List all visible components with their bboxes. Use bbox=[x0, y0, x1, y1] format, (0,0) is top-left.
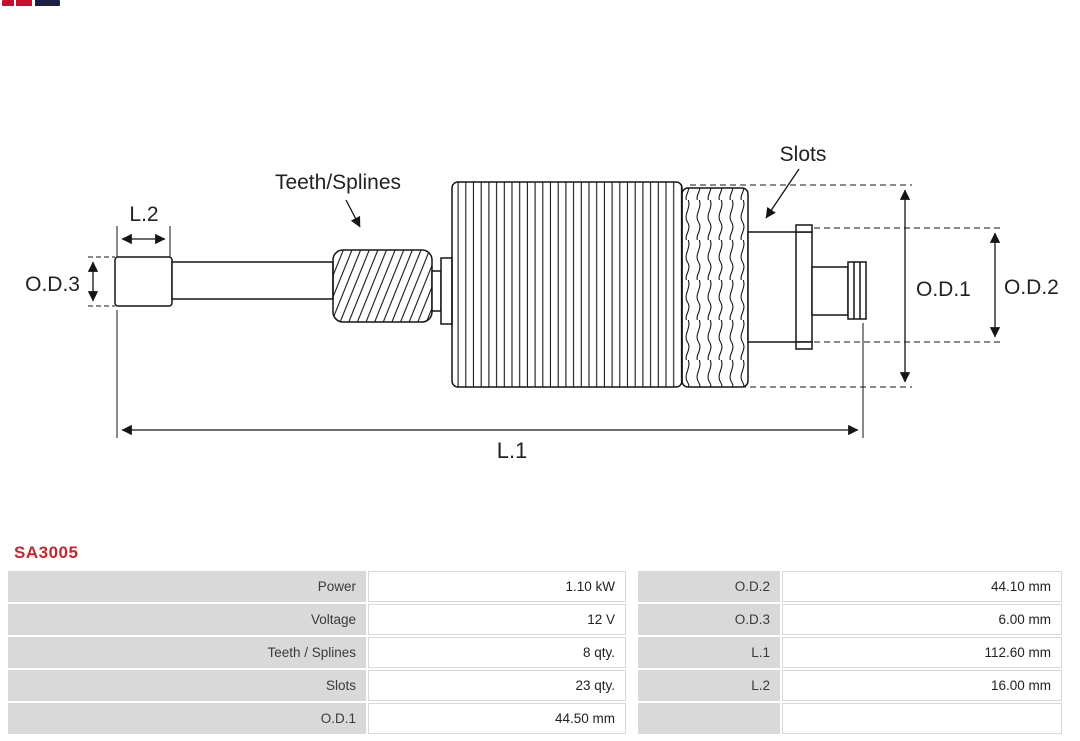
spec-label: L.1 bbox=[638, 637, 780, 668]
spec-value: 8 qty. bbox=[368, 637, 626, 668]
spec-label: Teeth / Splines bbox=[8, 637, 366, 668]
shaft-end-cap bbox=[847, 261, 867, 320]
shaft-left-end bbox=[114, 256, 173, 307]
od1-label: O.D.1 bbox=[916, 278, 971, 301]
spec-label: O.D.3 bbox=[638, 604, 780, 635]
table-gap bbox=[628, 571, 636, 602]
teeth-splines-arrow bbox=[345, 199, 361, 228]
retainer-collar bbox=[440, 257, 453, 325]
part-number: SA3005 bbox=[14, 543, 79, 562]
table-gap bbox=[628, 637, 636, 668]
commutator-riser-top bbox=[795, 224, 813, 233]
spec-value: 23 qty. bbox=[368, 670, 626, 701]
spec-value: 44.50 mm bbox=[368, 703, 626, 734]
spec-table: Power 1.10 kW O.D.2 44.10 mm Voltage 12 … bbox=[8, 571, 1062, 734]
spec-label: L.2 bbox=[638, 670, 780, 701]
commutator bbox=[747, 231, 813, 343]
l2-label: L.2 bbox=[129, 203, 158, 226]
spec-value: 44.10 mm bbox=[782, 571, 1062, 602]
od2-extension-lines bbox=[814, 227, 1002, 343]
table-gap bbox=[628, 703, 636, 734]
retainer-ring bbox=[431, 270, 442, 312]
teeth-splines-label: Teeth/Splines bbox=[275, 171, 401, 194]
spec-value bbox=[782, 703, 1062, 734]
l1-extension-lines bbox=[116, 310, 864, 438]
spec-value: 12 V bbox=[368, 604, 626, 635]
l1-label: L.1 bbox=[497, 438, 528, 463]
spec-label: Voltage bbox=[8, 604, 366, 635]
spec-label: Slots bbox=[8, 670, 366, 701]
winding-slots-section bbox=[681, 187, 749, 388]
spec-label: O.D.2 bbox=[638, 571, 780, 602]
spec-value: 112.60 mm bbox=[782, 637, 1062, 668]
spec-value: 1.10 kW bbox=[368, 571, 626, 602]
slots-arrow bbox=[765, 168, 800, 219]
od3-extension-lines bbox=[88, 256, 115, 307]
table-gap bbox=[628, 604, 636, 635]
shaft-right bbox=[811, 266, 849, 316]
spec-label: Power bbox=[8, 571, 366, 602]
od2-label: O.D.2 bbox=[1004, 276, 1059, 299]
spec-value: 16.00 mm bbox=[782, 670, 1062, 701]
table-gap bbox=[628, 670, 636, 701]
od1-extension-lines bbox=[690, 184, 912, 388]
spline-section bbox=[332, 249, 433, 323]
l2-extension-lines bbox=[116, 226, 171, 257]
spec-label bbox=[638, 703, 780, 734]
spec-value: 6.00 mm bbox=[782, 604, 1062, 635]
armature-core bbox=[451, 181, 683, 388]
slots-label: Slots bbox=[780, 143, 827, 166]
brand-logo bbox=[2, 0, 60, 6]
spec-label: O.D.1 bbox=[8, 703, 366, 734]
od3-label: O.D.3 bbox=[25, 273, 80, 296]
commutator-riser-bottom bbox=[795, 341, 813, 350]
armature-diagram: O.D.3 L.2 Teeth/Splines Slots O.D.1 O.D.… bbox=[25, 143, 1059, 463]
shaft bbox=[171, 261, 334, 300]
